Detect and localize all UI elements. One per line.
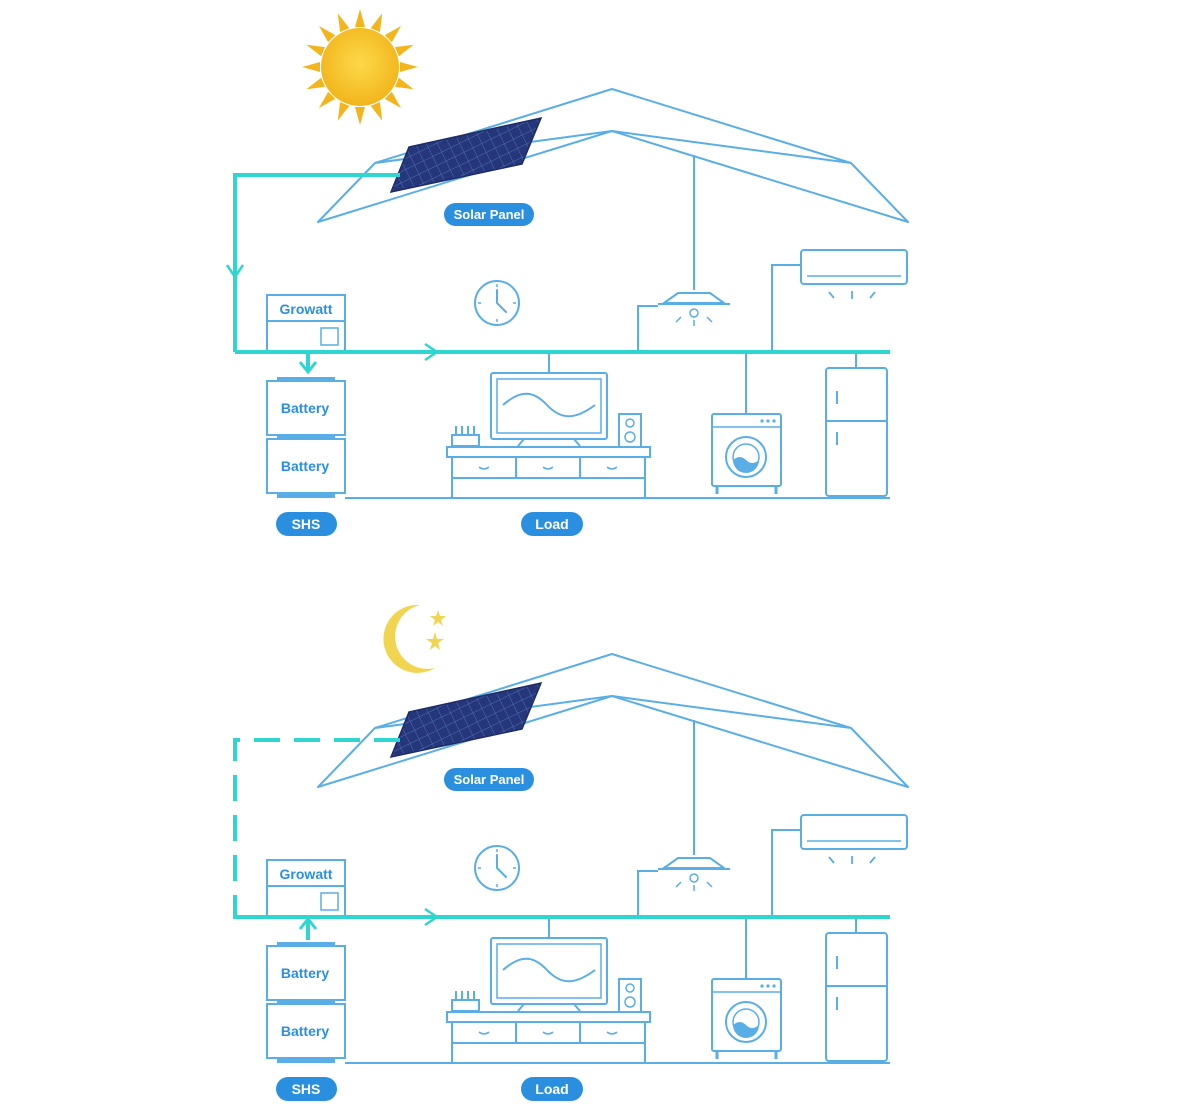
solar-flow-line-inactive (233, 738, 400, 919)
shs-label: SHS (292, 1081, 321, 1097)
shs-label: SHS (292, 516, 321, 532)
load-label: Load (535, 1081, 568, 1097)
charge-arrow-icon (298, 352, 318, 375)
sun-icon (302, 9, 418, 125)
solar-panel (389, 116, 543, 194)
battery-label: Battery (281, 400, 329, 416)
solar-panel-label: Solar Panel (454, 772, 525, 787)
load-label: Load (535, 516, 568, 532)
battery-label: Battery (281, 1023, 329, 1039)
battery-label: Battery (281, 965, 329, 981)
inverter-label: Growatt (280, 866, 333, 882)
moon-stars-icon (383, 604, 446, 673)
night-scene: Growatt Battery Battery Solar Panel SHS … (233, 604, 910, 1103)
discharge-arrow-icon (298, 916, 318, 940)
day-scene: Growatt Battery Battery Solar Panel SHS … (225, 9, 910, 538)
solar-panel (389, 681, 543, 759)
battery-label: Battery (281, 458, 329, 474)
inverter-label: Growatt (280, 301, 333, 317)
solar-flow-line (233, 173, 400, 352)
solar-panel-label: Solar Panel (454, 207, 525, 222)
